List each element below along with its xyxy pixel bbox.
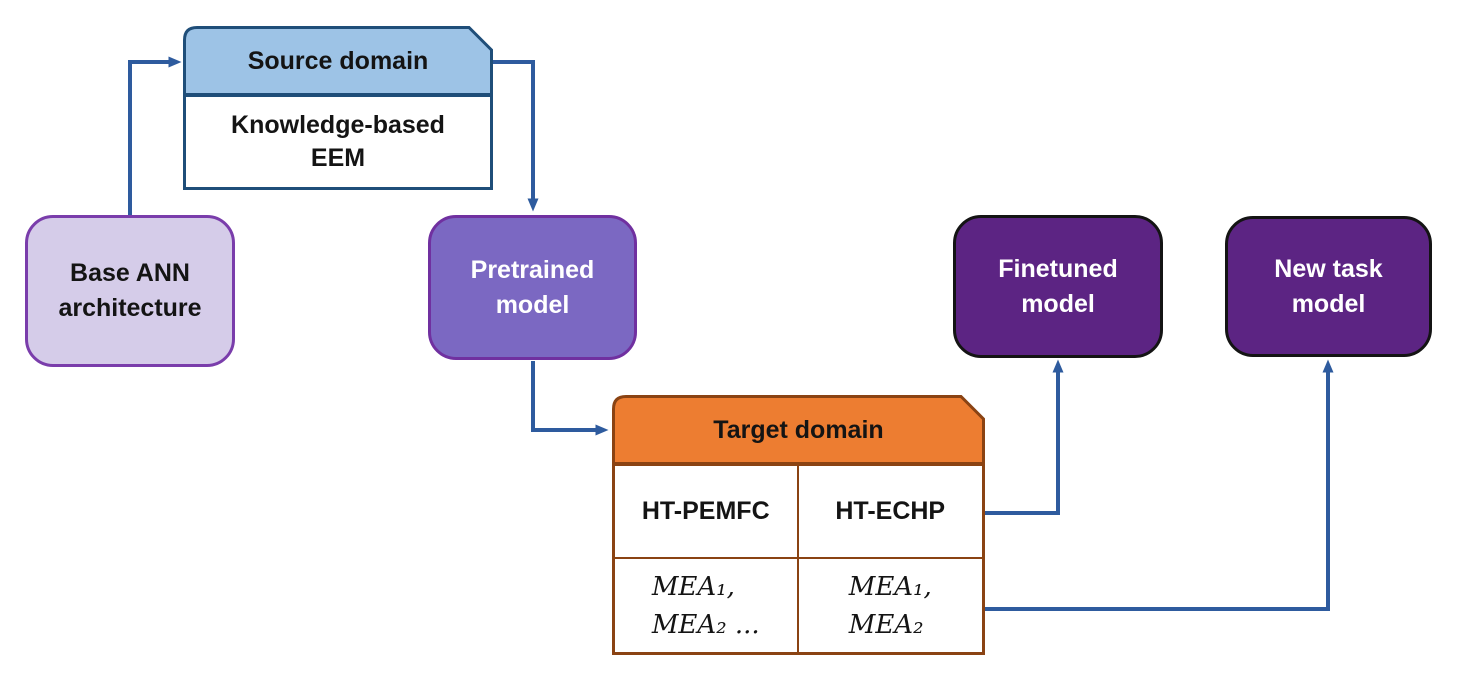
source-domain-title: Source domain [247,46,429,75]
mea-line: MEA₁, [848,571,932,602]
node-label-line: model [1021,289,1095,318]
arrow-source-domain-to-pretrained [493,60,539,212]
table-cell-pemfc-meas: MEA₁, MEA₂ ... [615,559,799,652]
node-label-line: model [1291,289,1366,318]
source-domain-header: Source domain [183,26,493,96]
node-label-line: model [495,290,570,319]
node-label-line: architecture [58,294,202,322]
target-domain-table: HT-PEMFC HT-ECHP MEA₁, MEA₂ ... MEA₁, ME… [612,463,985,655]
source-body-line: Knowledge-based [231,111,445,139]
source-domain-header-shape [183,26,493,96]
target-domain-title: Target domain [713,415,884,444]
node-new-task-model: New task model [1225,216,1432,357]
node-label-line: New task [1274,254,1383,283]
mea-line: MEA₂ [848,609,924,640]
arrow-target-domain-to-finetuned [985,359,1064,515]
node-label-line: Finetuned [998,254,1118,283]
target-domain-header: Target domain [612,395,985,465]
node-pretrained-model: Pretrained model [428,215,637,360]
node-base-ann-architecture: Base ANN architecture [25,215,235,367]
arrow-base-ann-to-source-domain [128,56,182,215]
table-cell-echp-meas: MEA₁, MEA₂ [799,559,983,652]
node-label-line: Pretrained [470,255,595,284]
node-finetuned-model: Finetuned model [953,215,1163,358]
source-body-line: EEM [310,144,366,172]
node-label-line: Base ANN [70,259,190,287]
mea-line: MEA₁, [651,571,735,602]
target-domain-header-shape [612,395,985,465]
source-domain-body: Knowledge-based EEM [183,94,493,190]
table-cell-ht-pemfc: HT-PEMFC [615,466,799,559]
table-cell-ht-echp: HT-ECHP [798,466,982,559]
mea-line: MEA₂ ... [651,609,760,640]
arrow-pretrained-to-target-domain [531,361,609,436]
arrow-target-domain-to-new-task [985,359,1334,611]
